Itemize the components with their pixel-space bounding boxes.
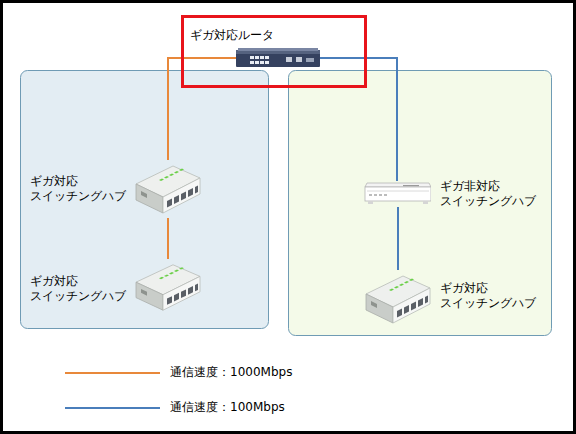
legend-label: 通信速度：100Mbps: [170, 400, 285, 415]
switch-icon: [363, 181, 431, 207]
connector-path: [320, 58, 397, 181]
switch-node: ギガ対応 スイッチングハブ: [360, 268, 550, 330]
connector-path: [397, 207, 399, 270]
connector-line: [398, 207, 399, 270]
connector-line: [168, 58, 236, 160]
router-icon: [236, 48, 320, 68]
group-panel: [21, 71, 269, 329]
switch-node: ギガ対応 スイッチングハブ: [26, 158, 206, 220]
switch-icon: [363, 270, 433, 328]
switch-icon: [133, 160, 203, 218]
node-label: ギガ対応 スイッチングハブ: [30, 174, 130, 204]
group-panel: [289, 71, 552, 336]
legend-sample: [65, 407, 160, 409]
switch-node: ギガ非対応 スイッチングハブ: [360, 175, 550, 215]
connector-line: [168, 218, 169, 259]
switch-icon: [133, 259, 203, 315]
node-label: ギガ対応 スイッチングハブ: [30, 274, 130, 304]
node-label: ギガ対応ルータ: [190, 28, 360, 43]
node-label: ギガ対応 スイッチングハブ: [440, 281, 545, 311]
legend-sample: [65, 372, 160, 374]
node-label: ギガ非対応 スイッチングハブ: [440, 179, 545, 209]
connector-path: [168, 58, 236, 160]
switch-node: ギガ対応 スイッチングハブ: [26, 256, 206, 316]
router-node: ギガ対応ルータ: [181, 15, 367, 88]
legend-label: 通信速度：1000Mbps: [170, 365, 292, 380]
connector-path: [167, 218, 169, 259]
connector-line: [320, 58, 397, 181]
